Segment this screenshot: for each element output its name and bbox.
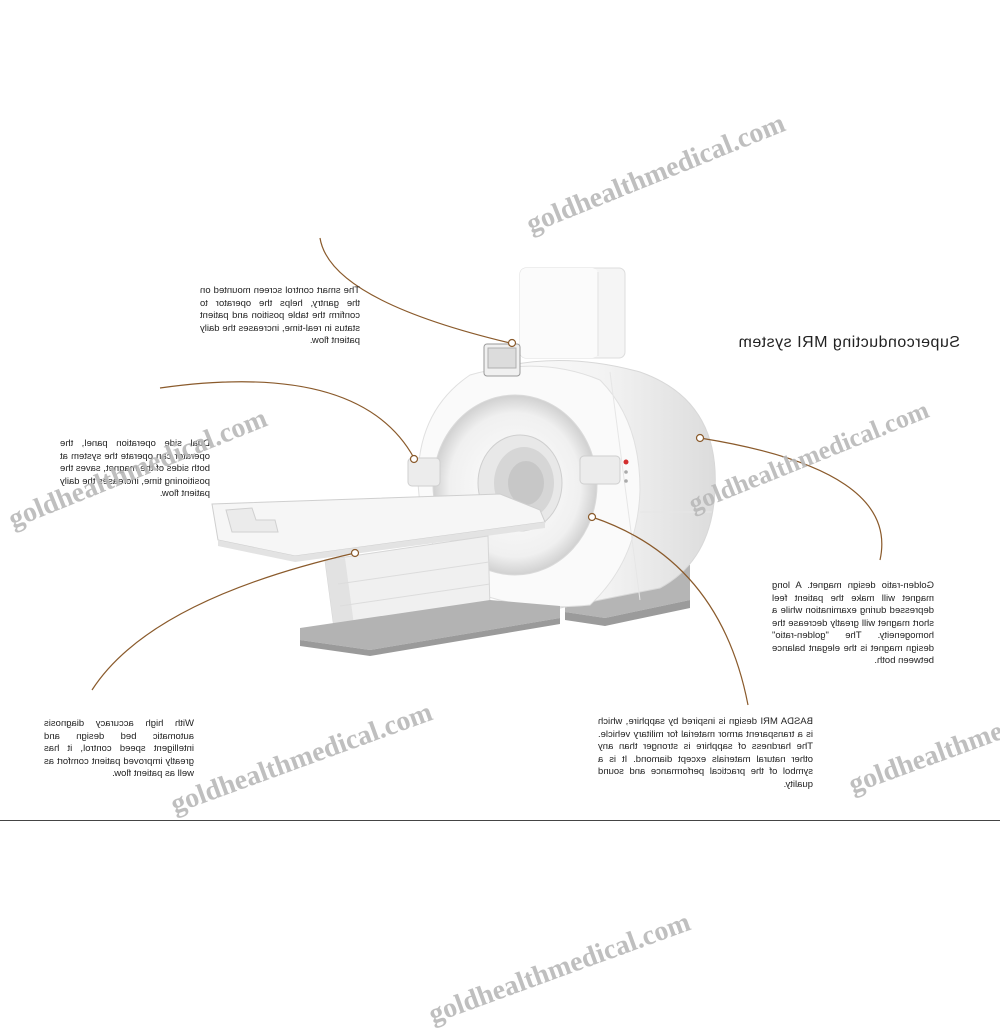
callout-automatic-bed: With high accuracy diagnosis automatic b… xyxy=(44,718,194,779)
callout-leaders xyxy=(91,237,883,706)
bottom-divider xyxy=(0,820,1000,821)
leader-bed xyxy=(91,552,356,691)
page-title-text: Superconducting MRI system xyxy=(738,334,960,351)
leader-panel xyxy=(159,381,415,459)
product-infographic: Superconducting MRI system The smart con… xyxy=(0,108,1000,1030)
callout-dots xyxy=(350,338,705,558)
patient-table xyxy=(211,493,560,656)
control-screen xyxy=(483,343,521,377)
leader-magnet xyxy=(699,437,883,561)
side-operation-panels xyxy=(407,455,629,487)
leader-design xyxy=(591,516,749,706)
cold-head-tower xyxy=(519,267,626,359)
callout-golden-ratio-magnet: Golden-ratio design magnet. A long magne… xyxy=(772,580,934,666)
page-title: Superconducting MRI system xyxy=(738,334,988,352)
mri-scanner-illustration xyxy=(91,237,883,706)
callout-sapphire-design: BASDA MRI design is inspired by sapphire… xyxy=(598,716,813,790)
leader-screen xyxy=(319,237,511,344)
callout-control-screen: The smart control screen mounted on the … xyxy=(200,285,360,346)
